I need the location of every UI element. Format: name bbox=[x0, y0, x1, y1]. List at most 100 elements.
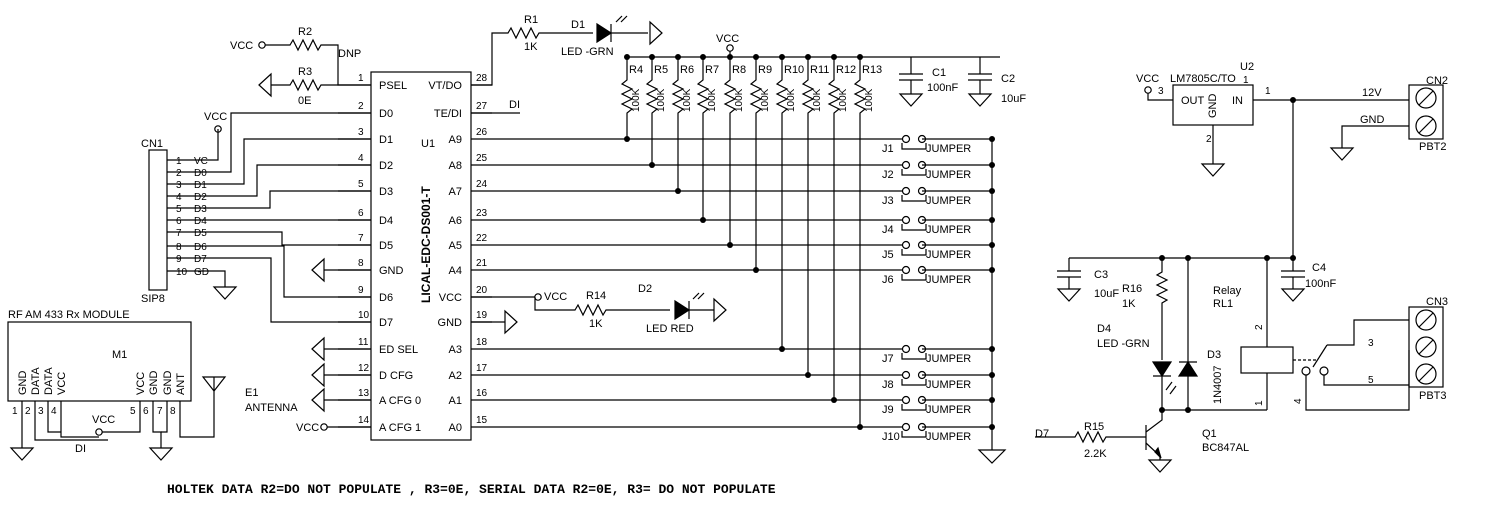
u2-in: IN bbox=[1232, 95, 1243, 107]
u1-di-label: DI bbox=[509, 99, 520, 111]
address-wires bbox=[492, 120, 902, 430]
cn1-vcc: VCC bbox=[204, 111, 227, 133]
jumper-dot-J8 bbox=[989, 372, 995, 378]
u1-pin-num-2: 2 bbox=[358, 101, 364, 112]
m1-pin-name-7: GND bbox=[162, 371, 174, 396]
pullup-value-R4: 100K bbox=[631, 88, 642, 112]
pullup-value-R5: 100K bbox=[656, 88, 667, 112]
jumper-dot-J4 bbox=[989, 217, 995, 223]
jumper-body-J8 bbox=[901, 379, 927, 386]
cn1-pin-name-4: D2 bbox=[194, 192, 207, 203]
u1-pin-num-26: 26 bbox=[476, 127, 488, 138]
u1-pin-num-18: 18 bbox=[476, 337, 488, 348]
pullup-R12 bbox=[827, 57, 841, 120]
cn1-to-u1-wires bbox=[167, 112, 371, 323]
u2-part: LM7805C/TO bbox=[1170, 73, 1236, 85]
u1-gnd-pin19 bbox=[471, 309, 518, 335]
u1-pin-name-12: D CFG bbox=[379, 370, 413, 382]
u1-pin-name-11: ED SEL bbox=[379, 344, 418, 356]
cn1-pin-name-10: GD bbox=[194, 267, 209, 278]
cn2-type: PBT2 bbox=[1419, 141, 1447, 153]
u2-pin-top: 1 bbox=[1243, 75, 1249, 86]
u1-pin-name-6: D4 bbox=[379, 215, 393, 227]
pullup-ref-R10: R10 bbox=[784, 64, 804, 76]
jumper-ref-J4: J4 bbox=[882, 224, 894, 236]
u1-pin-num-10: 10 bbox=[358, 310, 370, 321]
u1-pin-num-7: 7 bbox=[358, 233, 364, 244]
m1-pin-name-8: ANT bbox=[175, 373, 187, 395]
relay-pin-4: 4 bbox=[1293, 398, 1304, 404]
u2-pin-out: 3 bbox=[1158, 86, 1164, 97]
u2-gnd: GND bbox=[1207, 94, 1219, 119]
c3-ref: C3 bbox=[1094, 269, 1108, 281]
relay-pin-5: 5 bbox=[1368, 375, 1374, 386]
m1-pin-name-6: GND bbox=[148, 371, 160, 396]
u1-pin-name-16: A1 bbox=[449, 395, 462, 407]
u1-pin-num-4: 4 bbox=[358, 153, 364, 164]
u1-acfg1-vcc-label: VCC bbox=[296, 422, 319, 434]
pullup-value-R12: 100K bbox=[838, 88, 849, 112]
m1-pin-num-2: 2 bbox=[25, 406, 31, 417]
r3-value: 0E bbox=[298, 95, 311, 107]
relay-pin-1: 1 bbox=[1254, 400, 1265, 406]
u1-pin-num-1: 1 bbox=[358, 73, 364, 84]
pullup-R7 bbox=[696, 57, 710, 120]
jumper-ref-J6: J6 bbox=[882, 274, 894, 286]
u1-pin-name-14: A CFG 1 bbox=[379, 422, 421, 434]
u1-pin-name-27: TE/DI bbox=[434, 108, 462, 120]
jumper-dot-J3 bbox=[989, 188, 995, 194]
address-node-1 bbox=[649, 162, 655, 168]
cn1-pin-name-1: VC bbox=[194, 156, 208, 167]
u1-part: LICAL-EDC-DS001-T bbox=[419, 186, 433, 303]
u1-pin-num-12: 12 bbox=[358, 363, 370, 374]
cn1-pin-num-4: 4 bbox=[176, 192, 182, 203]
pullup-value-R6: 100K bbox=[682, 88, 693, 112]
r1-ref: R1 bbox=[524, 14, 538, 26]
jumper-ref-J10: J10 bbox=[882, 431, 900, 443]
jumper-dot-J5 bbox=[989, 242, 995, 248]
jumper-body-J10 bbox=[901, 431, 927, 438]
pullup-R8 bbox=[723, 57, 737, 120]
jumper-label-J5: JUMPER bbox=[926, 249, 971, 261]
q1-d7-label: D7 bbox=[1035, 428, 1049, 440]
u1-pin-name-9: D6 bbox=[379, 292, 393, 304]
u1-pin-name-13: A CFG 0 bbox=[379, 395, 421, 407]
c4-ref: C4 bbox=[1312, 262, 1326, 274]
c2-capacitor: C2 10uF bbox=[967, 57, 1026, 107]
m1-di-label: DI bbox=[75, 443, 86, 455]
u1-pin-num-27: 27 bbox=[476, 101, 488, 112]
u1-pin-num-9: 9 bbox=[358, 285, 364, 296]
pullup-R9 bbox=[749, 57, 763, 120]
pullup-R5 bbox=[645, 57, 659, 120]
pullup-value-R11: 100K bbox=[812, 88, 823, 112]
jumper-label-J9: JUMPER bbox=[926, 404, 971, 416]
r14-ref: R14 bbox=[586, 290, 606, 302]
jumper-dot-J1 bbox=[989, 136, 995, 142]
u1-pin-num-15: 15 bbox=[476, 415, 488, 426]
u1-pin-name-17: A2 bbox=[449, 370, 462, 382]
u2-ref: U2 bbox=[1240, 61, 1254, 73]
jumper-ref-J3: J3 bbox=[882, 195, 894, 207]
cn1-pin-num-6: 6 bbox=[176, 216, 182, 227]
c3-value: 10uF bbox=[1094, 288, 1119, 300]
u1-pin-num-11: 11 bbox=[358, 337, 369, 348]
d2-ref: D2 bbox=[638, 283, 652, 295]
jumper-body-J5 bbox=[901, 249, 927, 256]
address-node-3 bbox=[700, 217, 706, 223]
cn1-pin-num-10: 10 bbox=[176, 267, 188, 278]
c1-capacitor: C1 100nF bbox=[898, 57, 958, 107]
jumper-pin-a-J10 bbox=[901, 422, 911, 432]
u1-pin-name-7: D5 bbox=[379, 240, 393, 252]
jumper-label-J6: JUMPER bbox=[926, 274, 971, 286]
jumper-label-J2: JUMPER bbox=[926, 169, 971, 181]
jumper-pin-a-J8 bbox=[901, 370, 911, 380]
u1-pin-name-21: A4 bbox=[449, 265, 462, 277]
cn1-pin-name-2: D0 bbox=[194, 168, 207, 179]
d1-value: LED -GRN bbox=[561, 46, 614, 58]
d2-value: LED RED bbox=[646, 323, 694, 335]
m1-pin-name-3: DATA bbox=[43, 367, 55, 395]
u1-pin-name-26: A9 bbox=[449, 134, 462, 146]
u2-pin-gnd: 2 bbox=[1206, 134, 1212, 145]
